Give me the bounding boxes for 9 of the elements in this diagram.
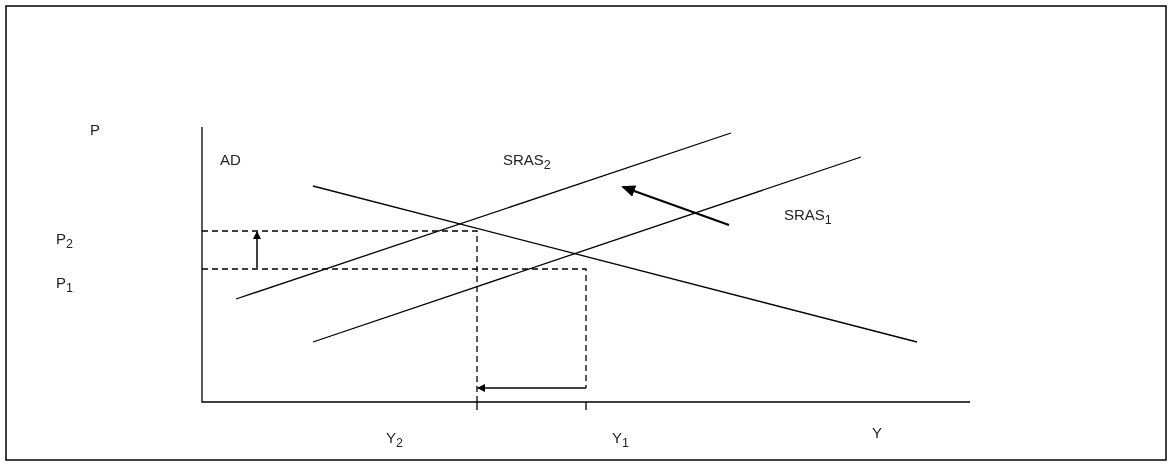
- curve-label: SRAS$_{1}$: [784, 207, 832, 227]
- axis-label: Y: [872, 425, 882, 440]
- axis-value-label: P$_{2}$: [56, 231, 73, 251]
- curve-label: SRAS$_{2}$: [503, 152, 551, 172]
- axis-label: P: [90, 122, 100, 137]
- axis-value-label: Y$_{2}$: [386, 430, 403, 450]
- axis-value-label: Y$_{1}$: [612, 430, 629, 450]
- curve-label: AD: [220, 152, 241, 167]
- axis-value-label: P$_{1}$: [56, 275, 73, 295]
